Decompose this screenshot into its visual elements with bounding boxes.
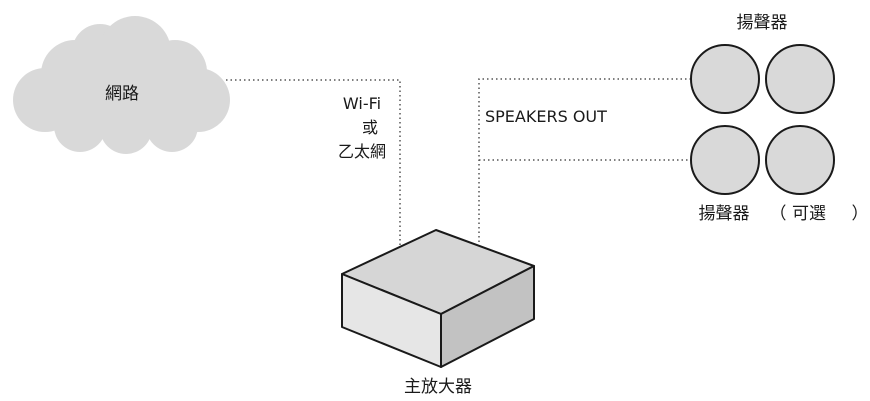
speakers-top-label: 揚聲器 bbox=[737, 13, 788, 33]
speakers-top-link bbox=[478, 78, 690, 242]
optional-label: 可選 bbox=[792, 204, 826, 224]
speakers-out-label: SPEAKERS OUT bbox=[485, 107, 607, 126]
speaker-bottom-left-icon bbox=[690, 125, 760, 195]
connection-label-wifi: Wi-Fi bbox=[343, 94, 381, 113]
speaker-top-right-icon bbox=[765, 44, 835, 114]
network-label: 網路 bbox=[105, 84, 139, 104]
connection-label-or: 或 bbox=[362, 118, 378, 137]
speakers-bottom-label: 揚聲器 bbox=[699, 204, 750, 224]
optional-close-paren: ） bbox=[852, 204, 869, 224]
amplifier-box-icon bbox=[341, 229, 535, 368]
optional-open-paren: （ bbox=[770, 204, 787, 224]
speaker-top-left-icon bbox=[690, 44, 760, 114]
wifi-ethernet-link bbox=[226, 79, 401, 245]
cloud-icon bbox=[13, 16, 230, 154]
speaker-bottom-right-icon bbox=[765, 125, 835, 195]
amplifier-label: 主放大器 bbox=[404, 377, 472, 397]
connection-label-ethernet: 乙太網 bbox=[338, 142, 386, 161]
